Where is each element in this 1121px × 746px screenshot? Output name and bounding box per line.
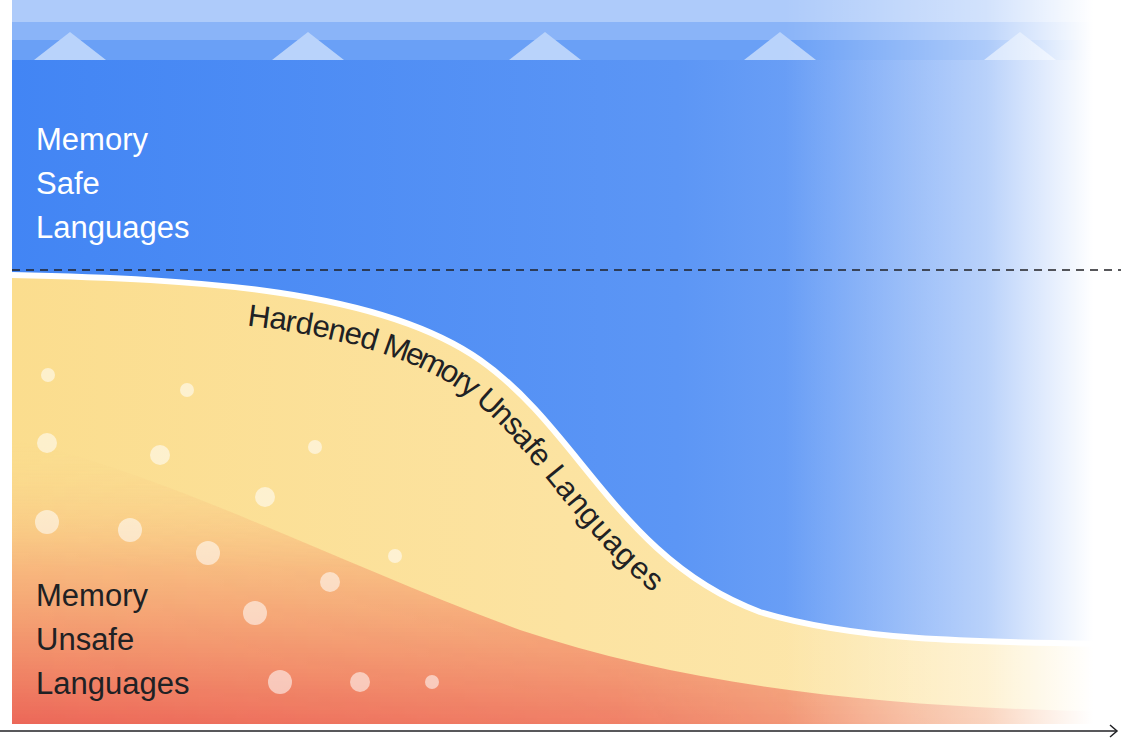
- decor-dot: [196, 541, 220, 565]
- time-axis: [0, 730, 1116, 732]
- wave-triangle: [34, 32, 106, 60]
- decor-dot: [180, 383, 194, 397]
- decor-dot: [255, 487, 275, 507]
- wave-triangle: [744, 32, 816, 60]
- wave-triangle: [509, 32, 581, 60]
- decor-dot: [308, 440, 322, 454]
- band-label: Memory Unsafe Languages: [36, 574, 189, 706]
- axis-arrowhead: [1110, 725, 1117, 737]
- hardened-region: [12, 275, 1121, 724]
- dashed-boundary: [12, 269, 1121, 271]
- top-stripe: [12, 22, 1121, 40]
- wave-triangle: [984, 32, 1056, 60]
- decor-dot: [37, 433, 57, 453]
- wave-triangle: [272, 32, 344, 60]
- top-stripe: [12, 0, 1121, 22]
- decor-dot: [425, 675, 439, 689]
- label-holder: Memory Safe Languages: [36, 118, 189, 250]
- unsafe-region: [12, 440, 1121, 724]
- decor-dot: [350, 672, 370, 692]
- label-holder: Memory Unsafe Languages: [36, 574, 189, 706]
- decor-dot: [118, 518, 142, 542]
- decor-dot: [41, 368, 55, 382]
- right-fade: [0, 0, 1121, 724]
- decor-dot: [268, 670, 292, 694]
- safe-region: [12, 0, 1121, 724]
- band-label: Memory Safe Languages: [36, 118, 189, 250]
- decor-dot: [243, 601, 267, 625]
- decor-dot: [388, 549, 402, 563]
- decor-dot: [35, 510, 59, 534]
- decor-dot: [150, 445, 170, 465]
- decor-dot: [320, 572, 340, 592]
